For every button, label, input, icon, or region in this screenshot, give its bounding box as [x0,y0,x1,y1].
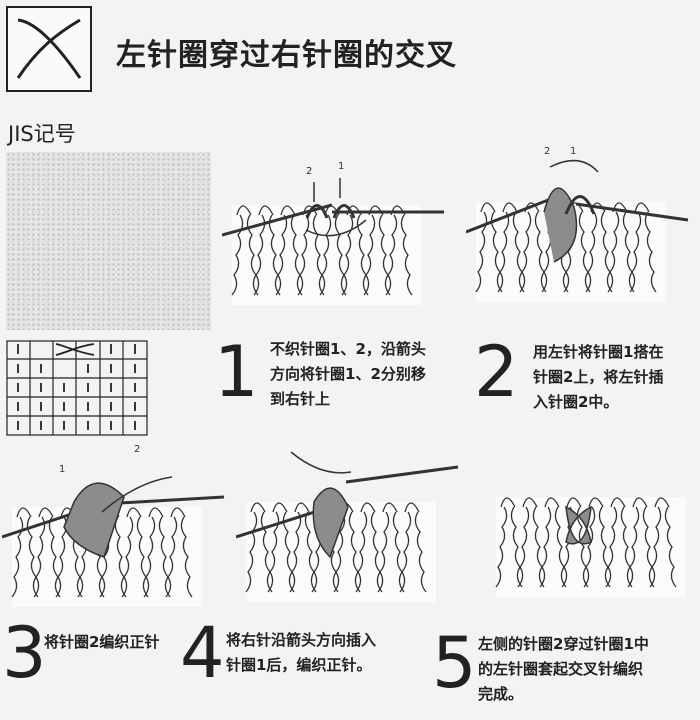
loop-label-1: 1 [570,146,576,157]
step-number-2: 2 [474,331,519,413]
step-number-5: 5 [432,622,477,704]
loop-label-1: 1 [338,161,344,172]
loop-label-2: 2 [544,146,550,157]
step-text-3: 将针圈2编织正针 [44,633,160,651]
step-number-3: 3 [2,612,47,694]
step2-illustration: 2 1 [466,146,689,322]
jis-chart-grid [6,340,148,436]
step-text-1: 不织针圈1、2，沿箭头 方向将针圈1、2分别移 到右针上 [270,340,426,408]
knit-swatch-photo [6,152,211,330]
jis-label: JIS记号 [8,122,76,146]
step-number-4: 4 [180,612,225,694]
step-text-4: 将右针沿箭头方向插入 针圈1后，编织正针。 [226,631,377,674]
cross-stitch-symbol [6,6,92,92]
step-number-1: 1 [214,331,259,413]
step3-illustration: 1 2 [2,444,225,622]
loop-label-2: 2 [134,444,140,455]
page-title: 左针圈穿过右针圈的交叉 [116,38,457,73]
cross-symbol-icon [16,18,82,79]
loop-label-2: 2 [306,166,312,177]
loop-label-1: 1 [59,464,65,475]
step4-illustration [236,451,459,617]
step1-illustration: 2 1 [222,161,444,325]
step5-illustration [486,452,696,617]
cross-mark-icon [55,343,95,356]
step-text-2: 用左针将针圈1搭在 针圈2上，将左针插 入针圈2中。 [533,343,664,411]
step-text-5: 左侧的针圈2穿过针圈1中 的左针圈套起交叉针编织 完成。 [478,635,649,703]
